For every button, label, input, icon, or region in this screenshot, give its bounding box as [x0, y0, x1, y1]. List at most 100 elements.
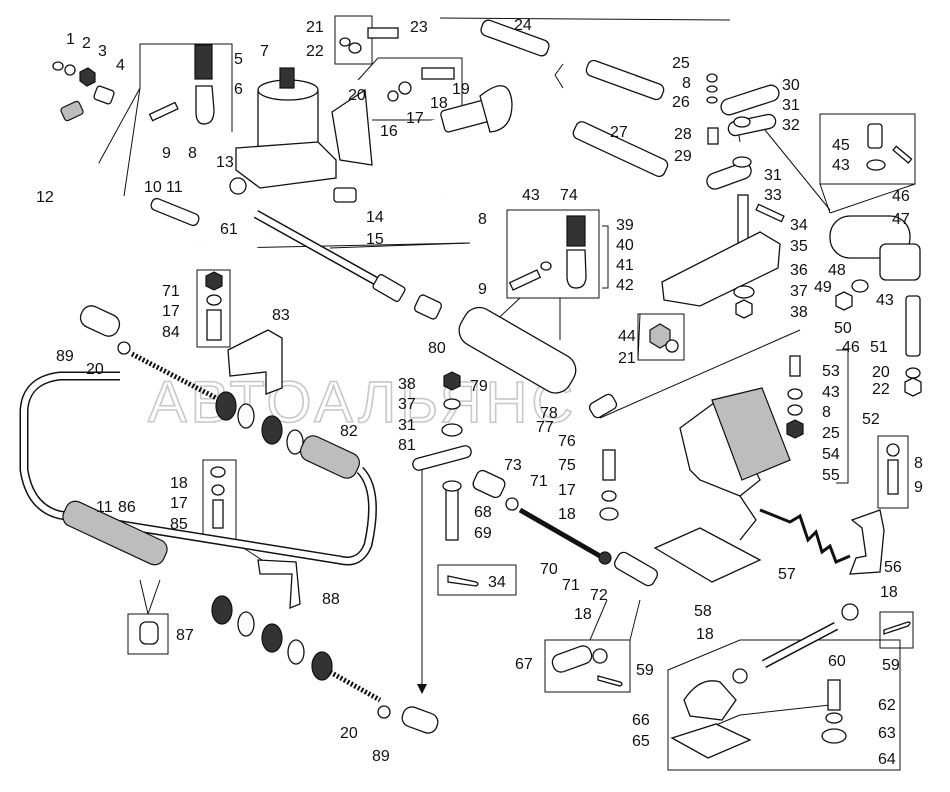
rod-60-inner [762, 623, 838, 667]
callout-67: 67 [515, 656, 533, 673]
callout-17: 17 [406, 110, 424, 127]
fitting-80 [413, 294, 443, 320]
washer-17a [387, 90, 399, 102]
rod-82-thread [130, 351, 222, 403]
bracket-83 [227, 329, 283, 395]
bolt-9c [887, 459, 899, 495]
washer-68 [442, 480, 462, 492]
callout-20-c: 20 [86, 361, 104, 378]
lever-32 [727, 113, 777, 137]
callout-35: 35 [790, 238, 808, 255]
group-frame-5-6 [139, 43, 233, 132]
cable-82-sleeve [300, 435, 360, 479]
callout-21: 21 [306, 19, 324, 36]
callout-20-b: 20 [872, 364, 890, 381]
watermark: АВТОАЛЬЯНС [148, 370, 577, 435]
callout-9-c: 9 [914, 479, 923, 496]
callout-36: 36 [790, 262, 808, 279]
callout-60: 60 [828, 653, 846, 670]
group-frame-71-84 [196, 269, 231, 348]
callout-17-c: 17 [558, 482, 576, 499]
callout-8-d: 8 [822, 404, 831, 421]
washer-18a [398, 81, 412, 95]
nut-50 [835, 291, 853, 311]
callout-13: 13 [216, 154, 234, 171]
group-frame-67 [544, 639, 631, 693]
callout-7: 7 [260, 43, 269, 60]
callout-56: 56 [884, 559, 902, 576]
bolt-19 [421, 67, 455, 80]
callout-69: 69 [474, 525, 492, 542]
callout-49: 49 [814, 279, 832, 296]
callout-43-b: 43 [876, 292, 894, 309]
nut-38a [735, 299, 753, 319]
washer-18c [210, 466, 226, 478]
washer-17c [601, 490, 617, 502]
callout-9-b: 9 [478, 281, 487, 298]
group-frame-21-23 [334, 15, 373, 65]
callout-14: 14 [366, 209, 384, 226]
callout-34-a: 34 [790, 217, 808, 234]
bracket-52 [836, 349, 849, 484]
lever-30 [720, 84, 780, 116]
washer-43d [787, 388, 803, 400]
callout-53: 53 [822, 363, 840, 380]
callout-59-b: 59 [882, 657, 900, 674]
tube-12-inner [33, 116, 123, 202]
callout-75: 75 [558, 457, 576, 474]
washer-43c [540, 261, 552, 271]
callout-labels: 1 2 3 4 5 6 7 8 9 10 11 12 13 14 15 16 1… [36, 17, 923, 768]
callout-38-b: 38 [398, 376, 416, 393]
cotter-59a [597, 675, 623, 687]
callout-71-a: 71 [162, 283, 180, 300]
washer-31a [733, 116, 751, 128]
pedal-arm [739, 495, 757, 541]
callout-62: 62 [878, 697, 896, 714]
end-89a [79, 305, 121, 337]
callout-15: 15 [366, 231, 384, 248]
callout-18-d: 18 [880, 584, 898, 601]
callout-28: 28 [674, 126, 692, 143]
nuts-82 [215, 391, 304, 455]
bolt-23 [367, 27, 399, 39]
callout-27: 27 [610, 124, 628, 141]
fitting-12-end [60, 100, 84, 122]
callout-31-c: 31 [398, 417, 416, 434]
washer-17d [211, 484, 225, 496]
callout-85: 85 [170, 516, 188, 533]
group-frame-8-9 [877, 435, 909, 509]
nut-25a [706, 73, 718, 83]
callout-89-a: 89 [56, 348, 74, 365]
callout-21-b: 21 [618, 350, 636, 367]
callout-66: 66 [632, 712, 650, 729]
callout-76: 76 [558, 433, 576, 450]
valve-cap-7 [279, 67, 295, 89]
group-frame-59 [879, 611, 914, 649]
callout-40: 40 [616, 237, 634, 254]
callout-44: 44 [618, 328, 636, 345]
callout-22: 22 [306, 43, 324, 60]
gasket-65 [670, 723, 752, 759]
nut-71a [205, 271, 223, 291]
callout-23: 23 [410, 19, 428, 36]
callout-39: 39 [616, 217, 634, 234]
fork-72 [613, 551, 659, 587]
nuts-86 [211, 595, 333, 681]
pin-67 [551, 645, 593, 673]
washer-20c [117, 341, 131, 355]
callout-24: 24 [514, 17, 532, 34]
callout-22-b: 22 [872, 381, 890, 398]
bolt-75 [602, 449, 616, 481]
callout-77: 77 [536, 419, 554, 436]
rod-70 [518, 507, 602, 559]
washer-8e [886, 443, 900, 457]
cotter-34b [447, 575, 479, 587]
callout-47: 47 [892, 211, 910, 228]
callout-43-a: 43 [832, 157, 850, 174]
callout-84: 84 [162, 324, 180, 341]
cable-86-sleeve [62, 500, 168, 566]
callout-20-d: 20 [340, 725, 358, 742]
fitting-13 [229, 177, 247, 195]
